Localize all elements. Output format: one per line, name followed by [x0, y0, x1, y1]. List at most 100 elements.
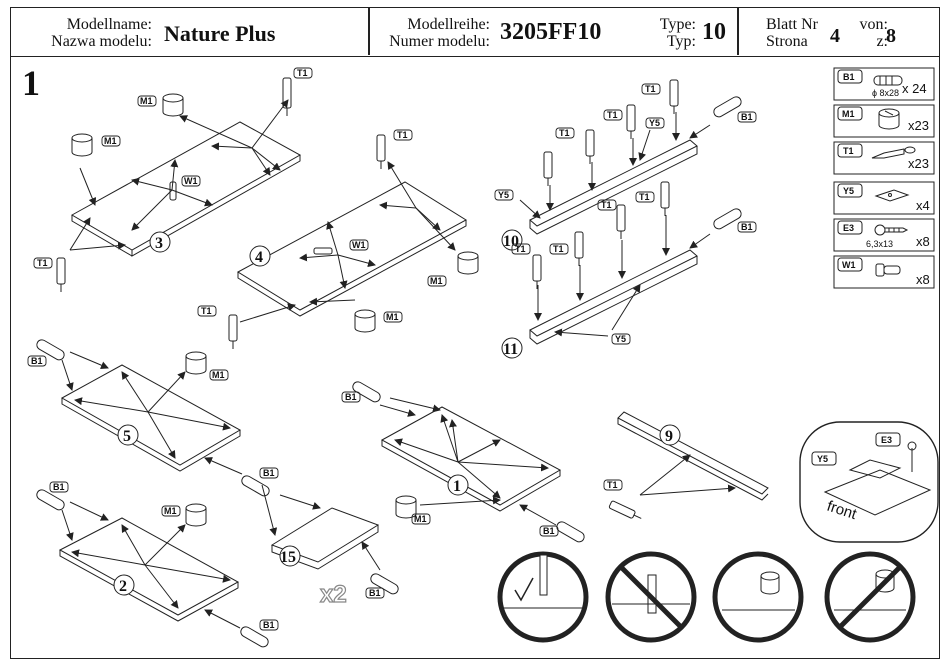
wrong-installation-icon-2: [712, 551, 804, 643]
panel-3: 3: [69, 99, 302, 257]
panel-label-5: 5: [123, 428, 131, 445]
legend-qty-y5: x4: [916, 198, 930, 213]
panel-label-1: 1: [453, 478, 461, 495]
panel-label-2: 2: [119, 578, 127, 595]
connector-callouts: [169, 181, 333, 255]
svg-text:T1: T1: [397, 130, 408, 140]
svg-text:M1: M1: [386, 312, 399, 322]
type-number: 10: [702, 19, 726, 45]
front-label: front: [825, 498, 860, 524]
page-frame: [10, 7, 940, 659]
parts-legend: B1 M1 T1 Y5 E3 W1 x 24 ɸ 8x28 x23 x23 x4…: [833, 67, 935, 289]
svg-text:M1: M1: [212, 370, 225, 380]
sheet-label-de: Blatt Nr: [766, 16, 818, 33]
correct-installation-icon: [497, 551, 589, 643]
sheet-total: 8: [886, 25, 896, 47]
of-label-de: von:: [859, 16, 888, 33]
svg-text:T1: T1: [297, 68, 308, 78]
legend-box-y5: [833, 181, 935, 215]
model-name-label-pl: Nazwa modelu:: [51, 33, 152, 50]
legend-dim-e3: 6,3x13: [866, 239, 893, 249]
cam-lock-icon: [878, 108, 900, 130]
svg-text:T1: T1: [37, 258, 48, 268]
legend-box-b1: [833, 67, 935, 101]
panel-2: 2: [58, 501, 241, 629]
sheet-number: 4: [830, 25, 840, 47]
legend-tag-w1: W1: [837, 257, 863, 272]
screw-icon: [874, 224, 909, 236]
svg-text:Y5: Y5: [817, 454, 828, 464]
rail-9: 9: [617, 411, 769, 501]
svg-text:M1: M1: [414, 514, 427, 524]
connector-icon: [875, 263, 901, 277]
svg-text:B1: B1: [263, 620, 275, 630]
panel-label-3: 3: [155, 235, 163, 252]
series-label-de: Modellreihe:: [407, 16, 490, 33]
svg-text:T1: T1: [201, 306, 212, 316]
svg-text:Y5: Y5: [615, 334, 626, 344]
svg-text:B1: B1: [843, 72, 855, 82]
svg-text:T1: T1: [601, 200, 612, 210]
step-number: 1: [22, 63, 40, 103]
svg-text:M1: M1: [430, 276, 443, 286]
svg-text:T1: T1: [559, 128, 570, 138]
quantity-multiplier: x2: [320, 581, 347, 608]
panel-label-15: 15: [280, 549, 296, 566]
svg-text:T1: T1: [639, 192, 650, 202]
panel-label-10: 10: [503, 233, 519, 250]
cam-bolt-callouts: [56, 77, 679, 519]
svg-text:W1: W1: [352, 240, 366, 250]
legend-tag-y5: Y5: [837, 183, 863, 198]
legend-qty-m1: x23: [908, 118, 929, 133]
callout-tags: T1 M1 M1 W1 T1 T1 W1 M1 M1 T1 T1 T1 T1 Y…: [27, 67, 757, 631]
legend-dim-b1: ɸ 8x28: [872, 88, 899, 98]
panel-label-11: 11: [503, 341, 518, 358]
wrong-installation-icon-1: [605, 551, 697, 643]
svg-text:B1: B1: [53, 482, 65, 492]
title-block: Modellname: Nazwa modelu: Nature Plus Mo…: [10, 7, 940, 57]
legend-qty-t1: x23: [908, 156, 929, 171]
svg-text:W1: W1: [842, 260, 856, 270]
svg-text:B1: B1: [741, 222, 753, 232]
svg-text:T1: T1: [553, 244, 564, 254]
svg-text:M1: M1: [140, 96, 153, 106]
svg-text:M1: M1: [164, 506, 177, 516]
svg-text:T1: T1: [607, 480, 618, 490]
legend-tag-t1: T1: [837, 143, 863, 158]
panel-15: 15 x2: [261, 484, 381, 609]
panel-4: 4: [236, 161, 467, 323]
series-number: 3205FF10: [500, 19, 602, 45]
legend-qty-b1: x 24: [902, 81, 927, 96]
legend-qty-e3: x8: [916, 234, 930, 249]
type-label-pl: Typ:: [666, 33, 696, 50]
svg-text:B1: B1: [369, 588, 381, 598]
legend-tag-m1: M1: [837, 106, 863, 121]
rail-11: 11: [501, 215, 711, 359]
wrong-installation-icon-3: [824, 551, 916, 643]
svg-text:B1: B1: [345, 392, 357, 402]
svg-text:E3: E3: [881, 435, 892, 445]
model-name-label-de: Modellname:: [66, 16, 152, 33]
of-label-pl: z:: [876, 33, 888, 50]
svg-text:B1: B1: [263, 468, 275, 478]
dowel-callouts: [36, 96, 742, 648]
panel-label-4: 4: [255, 249, 263, 266]
model-name: Nature Plus: [164, 21, 276, 46]
svg-text:Y5: Y5: [498, 190, 509, 200]
legend-qty-w1: x8: [916, 272, 930, 287]
svg-text:M1: M1: [104, 136, 117, 146]
type-label-de: Type:: [659, 16, 696, 33]
legend-box-w1: [833, 255, 935, 289]
svg-text:T1: T1: [607, 110, 618, 120]
rail-10: 10: [501, 112, 711, 251]
bracket-detail: Y5 E3 front: [799, 421, 939, 543]
legend-tag-b1: B1: [837, 69, 863, 84]
bracket-icon: [874, 189, 910, 202]
svg-text:B1: B1: [31, 356, 43, 366]
legend-box-t1: [833, 141, 935, 175]
svg-text:T1: T1: [515, 244, 526, 254]
svg-text:T1: T1: [843, 146, 854, 156]
svg-text:M1: M1: [842, 109, 855, 119]
legend-tag-e3: E3: [837, 220, 863, 235]
